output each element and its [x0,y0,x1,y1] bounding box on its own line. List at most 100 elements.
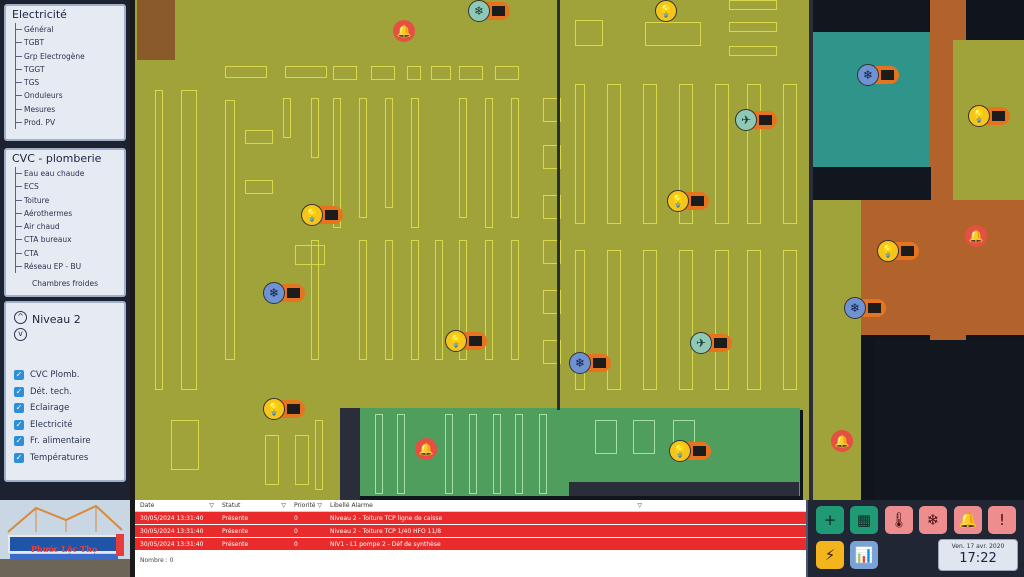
map-marker-light[interactable]: 💡 [669,440,711,462]
light-icon[interactable]: 💡 [655,0,677,22]
filter-icon[interactable]: ▽ [209,502,214,509]
layer-electricite[interactable]: ✓Electricité [14,417,124,434]
tree-item[interactable]: Aérothermes [16,207,124,220]
temperature-button[interactable]: 🌡 [885,506,913,534]
map-marker-light[interactable]: 💡 [968,105,1010,127]
map-marker-light[interactable]: 💡 [263,398,305,420]
light-icon[interactable]: 💡 [667,190,689,212]
map-marker-fan[interactable]: ❄ [857,64,899,86]
fan-icon[interactable]: ❄ [468,0,490,22]
column-header-date[interactable]: Date▽ [135,500,217,511]
map-marker-fan[interactable]: ❄ [569,352,611,374]
calendar-button[interactable]: ▦ [850,506,878,534]
column-header-status[interactable]: Statut▽ [217,500,289,511]
check-icon[interactable]: ✓ [14,452,24,463]
floor-plan-map[interactable]: 🔔 ❄ 💡 💡 ❄ 💡 💡 🔔 💡 ✈ 💡 ❄ ✈ 💡 ❄ 💡 🔔 ❄ 🔔 💡 [135,0,1024,500]
check-icon[interactable]: ✓ [14,386,24,397]
layer-fr-alimentaire[interactable]: ✓Fr. alimentaire [14,433,124,450]
tree-item[interactable]: TGS [16,76,124,89]
check-icon[interactable]: ✓ [14,403,24,414]
check-icon[interactable]: ✓ [14,436,24,447]
filter-icon[interactable]: ▽ [637,502,642,509]
column-header-priority[interactable]: Priorité▽ [289,500,325,511]
map-marker-alarm[interactable]: 🔔 [393,20,415,42]
alarm-icon[interactable]: 🔔 [415,438,437,460]
power-button[interactable]: ⚡ [816,541,844,569]
tree-item[interactable]: Onduleurs [16,89,124,102]
chart-button[interactable]: 📊 [850,541,878,569]
fan-icon[interactable]: ❄ [844,297,866,319]
tree-item[interactable]: Général [16,23,124,36]
wall [340,408,360,500]
tree-item[interactable]: ECS [16,180,124,193]
map-marker-fan[interactable]: ❄ [844,297,886,319]
tree-item[interactable]: TGBT [16,36,124,49]
alarm-icon[interactable]: 🔔 [965,225,987,247]
light-icon[interactable]: 💡 [669,440,691,462]
alert-button[interactable]: ! [988,506,1016,534]
tree-item[interactable]: Prod. PV [16,116,124,129]
shelf [385,98,393,208]
alarm-icon[interactable]: 🔔 [831,430,853,452]
map-marker-light[interactable]: 💡 [655,0,677,22]
level-up-button[interactable]: ^ [14,311,27,324]
air-icon[interactable]: ✈ [735,109,757,131]
check-icon[interactable]: ✓ [14,370,24,381]
table-row[interactable]: 30/05/2024 13:31:40 Présente 0 Niveau 2 … [135,512,806,525]
light-icon[interactable]: 💡 [968,105,990,127]
tree-item[interactable]: Eau eau chaude [16,167,124,180]
level-selector: ^ v Niveau 2 [6,303,124,341]
layer-eclairage[interactable]: ✓Eclairage [14,400,124,417]
thermometer-icon: 🌡 [889,511,909,529]
check-icon[interactable]: ✓ [14,419,24,430]
light-icon[interactable]: 💡 [445,330,467,352]
map-marker-light[interactable]: 💡 [445,330,487,352]
level-down-button[interactable]: v [14,328,27,341]
fan-icon[interactable]: ❄ [263,282,285,304]
tree-item[interactable]: Réseau EP - BU [16,260,124,273]
table-row[interactable]: 30/05/2024 13:31:40 Présente 0 Niveau 2 … [135,525,806,538]
light-icon[interactable]: 💡 [301,204,323,226]
cell-extra [645,512,806,524]
light-icon[interactable]: 💡 [877,240,899,262]
map-marker-fan[interactable]: ❄ [468,0,510,22]
level-arrows: ^ v [14,311,27,341]
column-header-label[interactable]: Libellé Alarme▽ [325,500,645,511]
table-row[interactable]: 30/05/2024 13:31:40 Présente 0 NIV1 - L1… [135,538,806,551]
fan-icon[interactable]: ❄ [569,352,591,374]
filter-icon[interactable]: ▽ [281,502,286,509]
tree-item[interactable]: CTA bureaux [16,233,124,246]
filter-icon[interactable]: ▽ [317,502,322,509]
alarm-button[interactable]: 🔔 [954,506,982,534]
tree-item[interactable]: TGGT [16,63,124,76]
map-marker-light[interactable]: 💡 [877,240,919,262]
map-marker-alarm[interactable]: 🔔 [831,430,853,452]
cell-priority: 0 [294,528,298,535]
map-marker-fan[interactable]: ❄ [263,282,305,304]
map-marker-alarm[interactable]: 🔔 [415,438,437,460]
layer-label: CVC Plomb. [30,370,80,381]
map-marker-light[interactable]: 💡 [667,190,709,212]
cold-button[interactable]: ❄ [919,506,947,534]
tree-item[interactable]: Grp Electrogène [16,50,124,63]
tree-item[interactable]: Mesures [16,103,124,116]
tree-item[interactable]: Air chaud [16,220,124,233]
map-marker-light[interactable]: 💡 [301,204,343,226]
layer-cvc-plomb[interactable]: ✓ CVC Plomb. [14,367,124,384]
chambres-froides-link[interactable]: Chambres froides [32,279,98,289]
current-date: Ven. 17 avr. 2020 [951,543,1005,550]
layer-det-tech[interactable]: ✓Dét. tech. [14,384,124,401]
add-button[interactable]: + [816,506,844,534]
alarm-icon[interactable]: 🔔 [393,20,415,42]
tree-item[interactable]: Toiture [16,194,124,207]
map-marker-air[interactable]: ✈ [690,332,732,354]
layer-list: ✓ CVC Plomb. ✓Dét. tech. ✓Eclairage ✓Elec… [6,367,124,466]
light-icon[interactable]: 💡 [263,398,285,420]
layer-temperatures[interactable]: ✓Températures [14,450,124,467]
shelf [459,98,467,218]
tree-item[interactable]: CTA [16,247,124,260]
fan-icon[interactable]: ❄ [857,64,879,86]
map-marker-air[interactable]: ✈ [735,109,777,131]
air-icon[interactable]: ✈ [690,332,712,354]
map-marker-alarm[interactable]: 🔔 [965,225,987,247]
